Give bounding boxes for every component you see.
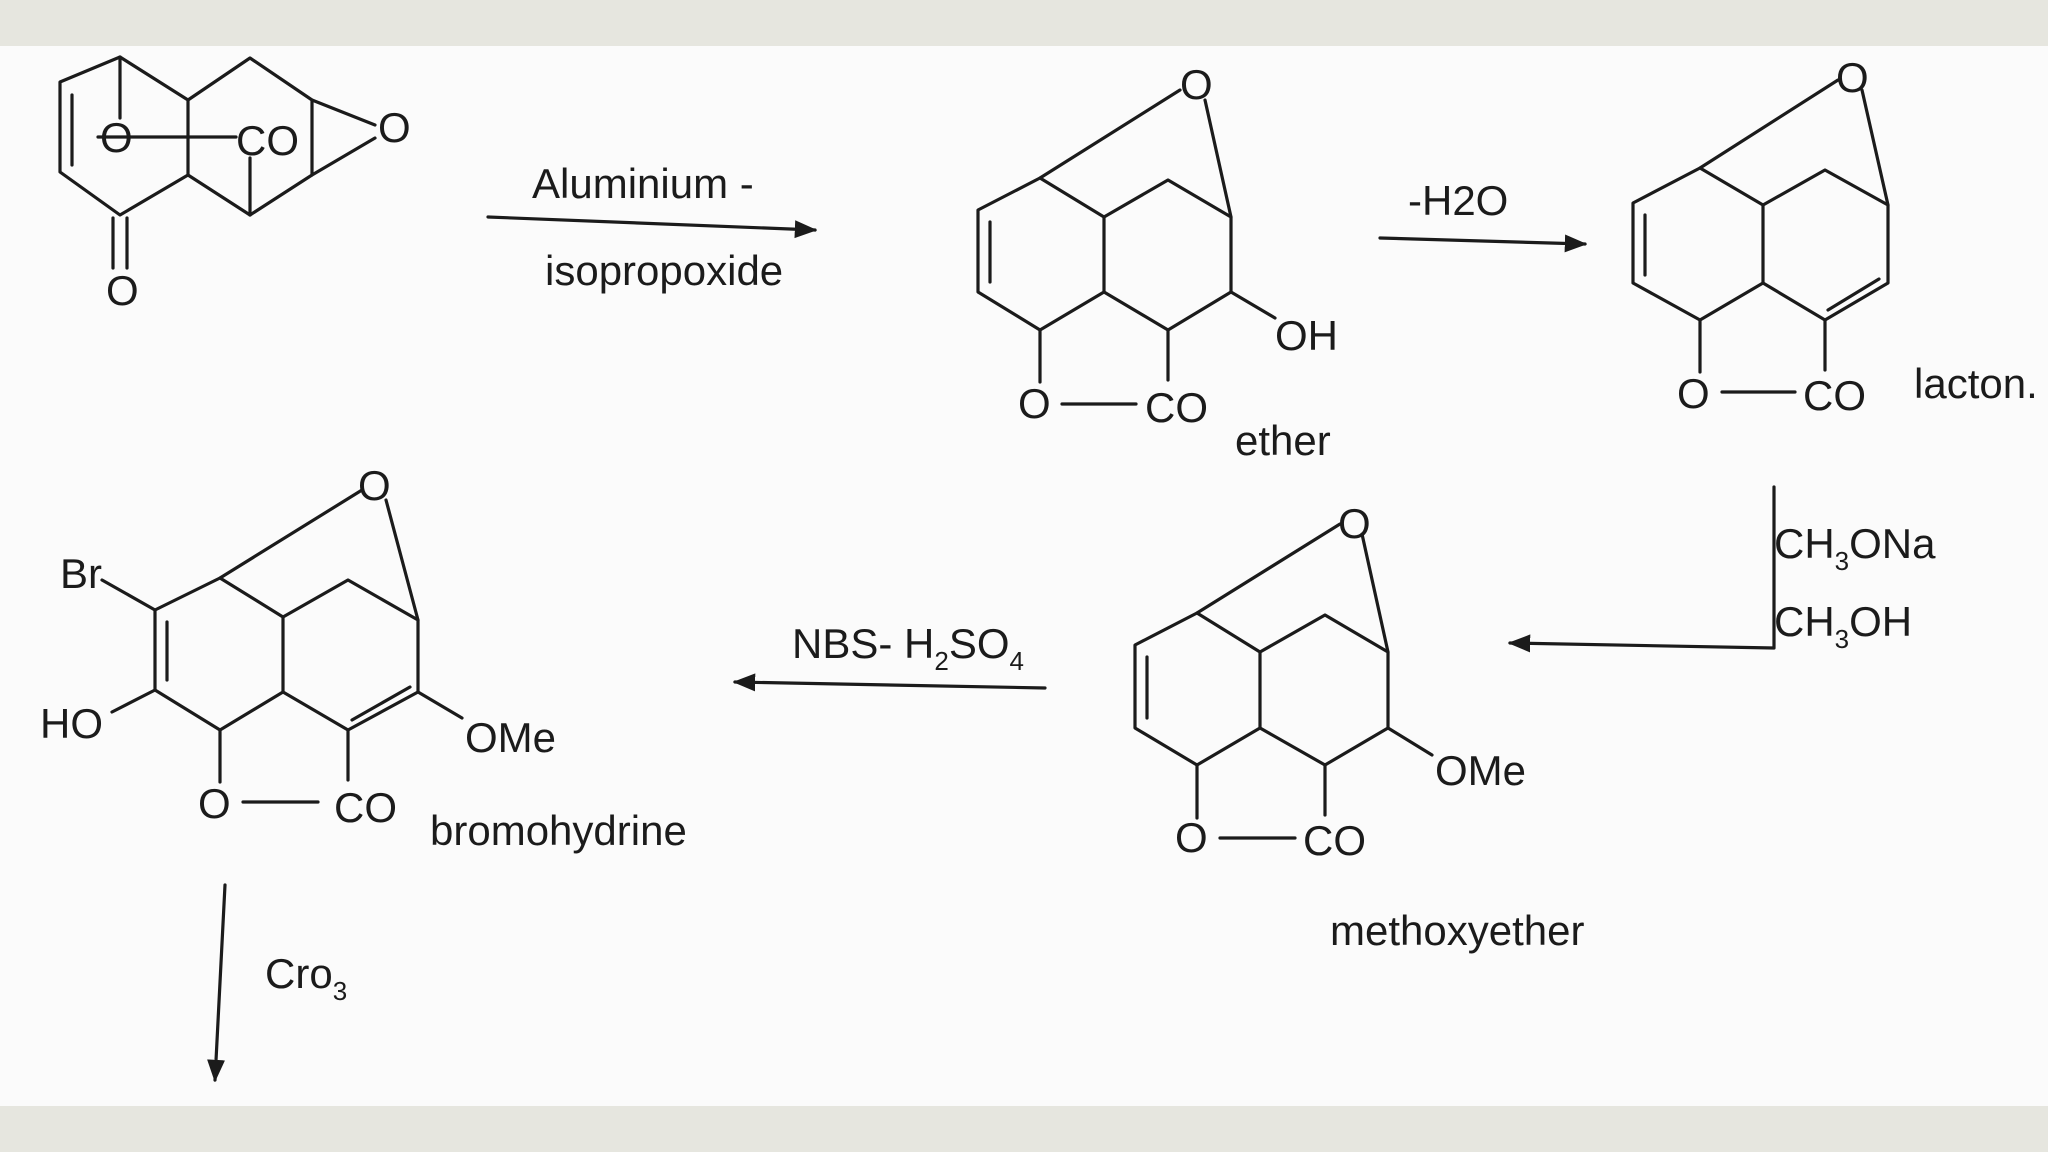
content-panel (0, 46, 2048, 1106)
reagent-aluminium: Aluminium - (532, 160, 754, 207)
starting-material-structure: O CO O O (58, 55, 411, 314)
atom-o-lactone-4: O (1175, 814, 1208, 861)
bottom-band (0, 1106, 2048, 1152)
reagent-ch3ona: CH3ONa (1774, 520, 1936, 576)
reagent-cro3: Cro3 (265, 950, 347, 1006)
atom-oh-2: OH (1275, 312, 1338, 359)
arrow-step-5 (207, 883, 227, 1083)
atom-o-epoxide-5: O (358, 462, 391, 509)
label-methoxyether: methoxyether (1330, 907, 1584, 954)
reagent-nbs-h2so4: NBS- H2SO4 (792, 620, 1024, 676)
atom-o-epoxide-3: O (1836, 54, 1869, 101)
reagent-h2o: -H2O (1408, 177, 1508, 224)
atom-ho: HO (40, 700, 103, 747)
atom-co-2: CO (1145, 384, 1208, 431)
atom-o-epoxide-4: O (1338, 500, 1371, 547)
label-ether: ether (1235, 417, 1331, 464)
lacton-structure: O O CO lacton. (1631, 54, 2038, 419)
atom-co-4: CO (1303, 817, 1366, 864)
atom-ome-5: OMe (465, 714, 556, 761)
arrow-step-2 (1378, 234, 1588, 253)
atom-co-3: CO (1803, 372, 1866, 419)
atom-ome-4: OMe (1435, 747, 1526, 794)
top-band (0, 0, 2048, 46)
atom-o-lactone-5: O (198, 780, 231, 827)
reagent-ch3oh: CH3OH (1774, 598, 1912, 654)
atom-o-lactone-2: O (1018, 380, 1051, 427)
arrow-step-4 (732, 673, 1047, 692)
bromohydrine-structure: O Br HO OMe O CO bromohydrine (40, 462, 687, 854)
atom-o-lactone-3: O (1677, 370, 1710, 417)
label-bromohydrine: bromohydrine (430, 807, 687, 854)
reagent-isopropoxide: isopropoxide (545, 247, 783, 294)
label-lacton: lacton. (1914, 360, 2038, 407)
atom-o-epoxide-1: O (378, 104, 411, 151)
arrow-step-1 (486, 215, 818, 239)
atom-o-ketone: O (106, 267, 139, 314)
atom-o-epoxide-2: O (1180, 61, 1213, 108)
atom-o-bridge: O (100, 114, 133, 161)
atom-br: Br (60, 550, 102, 597)
arrow-step-3 (1507, 485, 1776, 653)
atom-co-1: CO (236, 117, 299, 164)
ether-structure: O O CO OH ether (976, 61, 1338, 464)
methoxyether-structure: O O CO OMe methoxyether (1133, 500, 1584, 954)
atom-co-5: CO (334, 784, 397, 831)
